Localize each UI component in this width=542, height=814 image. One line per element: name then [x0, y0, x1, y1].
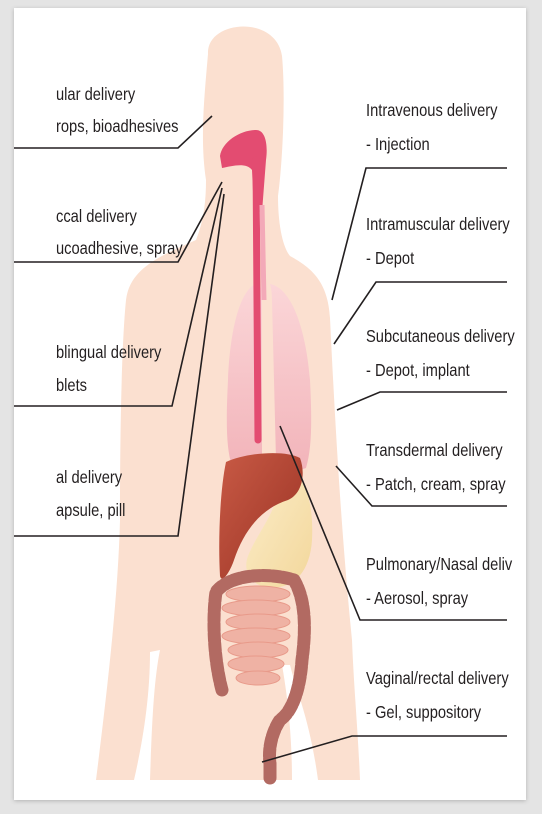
label-subcutaneous-detail: - Depot, implant [366, 361, 470, 380]
label-transdermal-detail: - Patch, cream, spray [366, 475, 506, 494]
label-sublingual-title: blingual delivery [56, 343, 162, 362]
label-ocular-title: ular delivery [56, 85, 136, 104]
label-vaginal-rectal-title: Vaginal/rectal delivery [366, 669, 510, 688]
label-vaginal-rectal-detail: - Gel, suppository [366, 703, 482, 722]
label-intravenous-title: Intravenous delivery [366, 101, 498, 120]
label-ocular-detail: rops, bioadhesives [56, 117, 179, 136]
label-sublingual-detail: blets [56, 376, 87, 395]
label-buccal-title: ccal delivery [56, 207, 138, 226]
label-intramuscular-title: Intramuscular delivery [366, 215, 511, 234]
label-pulmonary-detail: - Aerosol, spray [366, 589, 469, 608]
label-pulmonary-title: Pulmonary/Nasal deliv [366, 555, 513, 574]
label-intravenous-detail: - Injection [366, 135, 430, 154]
label-buccal-detail: ucoadhesive, spray [56, 239, 183, 258]
label-transdermal-title: Transdermal delivery [366, 441, 504, 460]
trachea [262, 205, 264, 300]
label-oral-title: al delivery [56, 468, 123, 487]
label-intramuscular-detail: - Depot [366, 249, 415, 268]
esophagus [256, 160, 258, 440]
label-subcutaneous-title: Subcutaneous delivery [366, 327, 516, 346]
label-oral-detail: apsule, pill [56, 501, 125, 520]
